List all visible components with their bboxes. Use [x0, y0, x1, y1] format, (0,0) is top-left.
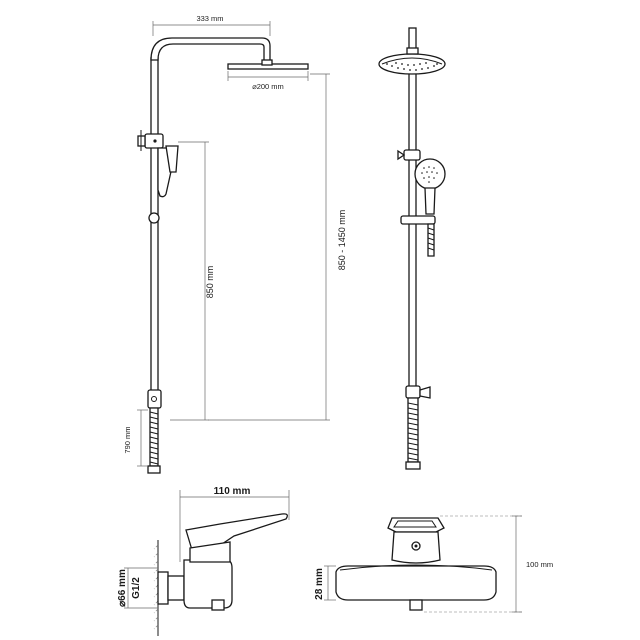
mixer-side-view: 110 mm ⌀66 mm G1/2 — [117, 486, 290, 636]
mixer-front-view: 100 mm 28 mm — [314, 515, 553, 613]
mixer-depth-label: 110 mm — [214, 486, 251, 497]
thread-size-label: G1/2 — [131, 577, 142, 599]
lower-connector-nut — [151, 396, 157, 402]
lever-base — [189, 541, 231, 563]
hand-shower-front — [414, 158, 446, 190]
mixer-lever-side — [185, 513, 288, 551]
hand-shower-nozzles — [421, 166, 438, 183]
front-view-shower-column — [378, 27, 446, 470]
escutcheon — [157, 571, 169, 605]
lower-connector — [147, 389, 162, 409]
mixer-body-side — [183, 559, 233, 609]
overhead-arm — [150, 37, 271, 63]
height-range-label: 850 - 1450 mm — [337, 210, 347, 271]
front-diverter-lever — [397, 149, 406, 161]
front-lower-connector — [405, 385, 421, 399]
rain-head-nozzles — [386, 62, 438, 71]
mixer-height-label: 100 mm — [526, 560, 553, 569]
mixer-outlet-front — [409, 599, 423, 611]
hose-nut — [147, 465, 161, 474]
front-lower-lever — [419, 386, 431, 399]
hand-shower-handle — [424, 187, 436, 215]
side-view-shower-column: 333 mm ⌀200 mm 850 mm 850 - 1450 mm 790 … — [123, 14, 347, 474]
head-diameter-label: ⌀200 mm — [252, 82, 284, 91]
riser-pipe — [150, 57, 159, 404]
diverter-marker — [153, 139, 157, 143]
mixer-lever-front — [387, 517, 445, 533]
slider-bracket — [400, 215, 436, 225]
spout-height-label: 28 mm — [314, 568, 325, 600]
hose-ribs — [149, 411, 159, 465]
rail-height-label: 850 mm — [205, 266, 215, 299]
wall-hatch — [153, 544, 159, 630]
inlet-diameter-label: ⌀66 mm — [117, 569, 128, 607]
inlet-pipe — [167, 575, 185, 601]
front-riser — [408, 27, 417, 389]
head-joint-front — [406, 47, 419, 55]
slider-holder — [148, 212, 160, 224]
arm-reach-label: 333 mm — [196, 14, 223, 23]
rain-head-front — [378, 53, 446, 75]
inlet-height-label: 790 mm — [123, 426, 132, 453]
mixer-body-front — [335, 565, 497, 601]
mixer-outlet — [211, 599, 225, 611]
front-hose-nut — [405, 461, 421, 470]
front-diverter — [403, 149, 421, 161]
head-connector — [261, 59, 273, 66]
hand-shower-face — [165, 145, 179, 173]
